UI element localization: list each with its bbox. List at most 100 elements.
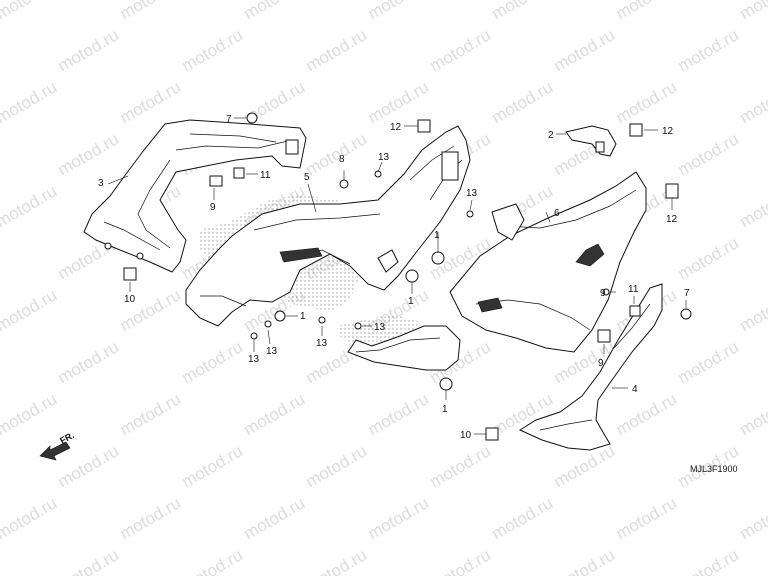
callout-11b: 11 xyxy=(628,284,639,295)
watermark-text: motod.ru xyxy=(613,0,681,23)
watermark-text: motod.ru xyxy=(489,77,557,127)
watermark-text: motod.ru xyxy=(55,337,123,387)
watermark-text: motod.ru xyxy=(551,25,619,75)
watermark-text: motod.ru xyxy=(613,389,681,439)
clip-9-right xyxy=(597,329,611,343)
watermark-text: motod.ru xyxy=(0,285,60,335)
watermark-text: motod.ru xyxy=(303,129,371,179)
watermark-text: motod.ru xyxy=(737,285,768,335)
callout-11a: 11 xyxy=(260,170,271,181)
watermark-text: motod.ru xyxy=(0,181,60,231)
watermark-text: motod.ru xyxy=(613,77,681,127)
part-4-side-cover[interactable] xyxy=(518,283,663,451)
watermark-text: motod.ru xyxy=(55,545,123,576)
screw-13-c xyxy=(318,316,326,324)
front-arrow-icon xyxy=(39,441,71,461)
watermark-text: motod.ru xyxy=(117,493,185,543)
callout-2: 2 xyxy=(548,130,554,141)
watermark-text: motod.ru xyxy=(365,0,433,23)
screw-13-b xyxy=(466,210,474,218)
watermark-text: motod.ru xyxy=(55,25,123,75)
front-direction-label: FR. xyxy=(58,430,75,446)
callout-7a: 7 xyxy=(226,114,232,125)
leader-lines xyxy=(107,117,687,435)
watermark-text: motod.ru xyxy=(675,129,743,179)
callout-10b: 10 xyxy=(460,430,472,441)
screw-9-right xyxy=(602,288,610,296)
watermark-text: motod.ru xyxy=(179,25,247,75)
watermark-text: motod.ru xyxy=(241,493,309,543)
watermark-text: motod.ru xyxy=(737,0,768,23)
callout-1a: 1 xyxy=(434,230,440,241)
clip-11-left xyxy=(233,167,245,179)
bolt-7-top xyxy=(246,112,258,124)
watermark-text: motod.ru xyxy=(365,389,433,439)
grommet-1-a xyxy=(274,310,286,322)
watermark-text: motod.ru xyxy=(737,77,768,127)
watermark-text: motod.ru xyxy=(303,25,371,75)
nut-10-left xyxy=(123,267,137,281)
callout-8: 8 xyxy=(339,154,345,165)
front-direction-indicator: FR. xyxy=(39,430,76,461)
watermark-text: motod.ru xyxy=(613,493,681,543)
watermark-text: motod.ru xyxy=(675,25,743,75)
watermark-text: motod.ru xyxy=(179,337,247,387)
callout-13d: 13 xyxy=(374,322,386,333)
callout-12a: 12 xyxy=(390,122,402,133)
screw-13-a xyxy=(374,170,382,178)
callout-labels: 3 7 11 9 10 5 8 13 12 13 1 1 1 13 13 13 … xyxy=(98,114,690,441)
watermark-text: motod.ru xyxy=(0,0,60,23)
watermark-text: motod.ru xyxy=(179,545,247,576)
watermark-text: motod.ru xyxy=(737,493,768,543)
clip-12-top-center xyxy=(417,119,431,133)
watermark-text: motod.ru xyxy=(117,285,185,335)
grommet-1-d xyxy=(439,377,453,391)
bolt-8 xyxy=(339,179,349,189)
watermark-text: motod.ru xyxy=(241,0,309,23)
clip-9-left xyxy=(209,175,223,187)
watermark-text: motod.ru xyxy=(427,441,495,491)
callout-4: 4 xyxy=(632,384,638,395)
callout-13f: 13 xyxy=(266,346,278,357)
callout-7b: 7 xyxy=(684,288,690,299)
watermark-text: motod.ru xyxy=(179,441,247,491)
diagram-code: MJL3F1900 xyxy=(690,464,738,474)
callout-12b: 12 xyxy=(662,126,674,137)
lower-center-cover[interactable] xyxy=(347,325,461,371)
bolt-7-right xyxy=(680,308,692,320)
callout-13e: 13 xyxy=(248,354,260,365)
watermark-text: motod.ru xyxy=(55,129,123,179)
clip-12-top-right xyxy=(629,123,643,137)
watermark-text: motod.ru xyxy=(737,181,768,231)
watermark-text: motod.ru xyxy=(117,0,185,23)
watermark-text: motod.ru xyxy=(303,441,371,491)
part-3-inner-cover[interactable] xyxy=(83,119,307,273)
part-2-garnish[interactable] xyxy=(565,125,617,157)
part-5-center-panel[interactable] xyxy=(185,125,471,327)
nut-10-bottom xyxy=(485,427,499,441)
fasteners xyxy=(123,112,692,441)
watermark-text: motod.ru xyxy=(675,233,743,283)
watermark-text: motod.ru xyxy=(0,389,60,439)
callout-13b: 13 xyxy=(466,188,478,199)
callout-1b: 1 xyxy=(408,296,414,307)
watermark-text: motod.ru xyxy=(489,493,557,543)
callout-9a: 9 xyxy=(210,202,216,213)
callout-1d: 1 xyxy=(442,404,448,415)
watermark-text: motod.ru xyxy=(675,337,743,387)
screw-13-d xyxy=(354,322,362,330)
callout-3: 3 xyxy=(98,178,104,189)
clip-12-right xyxy=(665,183,679,199)
watermark-text: motod.ru xyxy=(0,493,60,543)
watermark-text: motod.ru xyxy=(427,545,495,576)
watermark-text: motod.ru xyxy=(117,77,185,127)
part-6-body-cover[interactable] xyxy=(449,171,647,353)
screw-13-f xyxy=(264,320,272,328)
watermark-text: motod.ru xyxy=(117,389,185,439)
watermark-text: motod.ru xyxy=(365,493,433,543)
callout-9c: 9 xyxy=(598,358,604,369)
watermark-text: motod.ru xyxy=(737,389,768,439)
callout-12c: 12 xyxy=(666,214,678,225)
callout-9b: 9 xyxy=(600,288,606,299)
